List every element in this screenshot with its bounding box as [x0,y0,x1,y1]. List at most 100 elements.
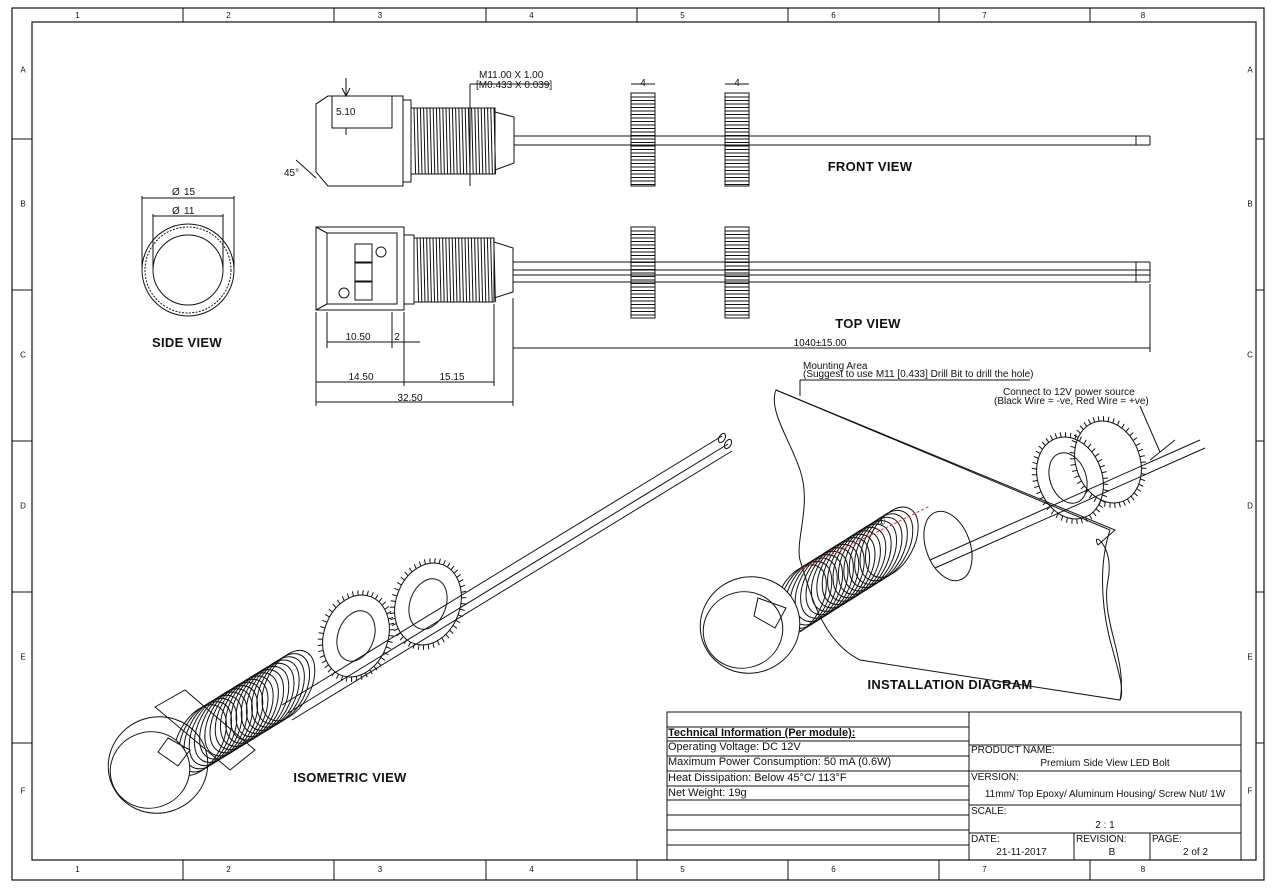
nut-tooth [335,673,340,679]
nut-tooth [393,627,399,632]
nut-tooth [442,560,446,566]
nut-tooth [1101,471,1107,474]
nut-tooth [1121,423,1125,429]
nut-tooth [319,655,325,659]
nut-tooth [1092,511,1097,517]
grid-column-label: 5 [680,11,685,20]
thread-line [445,237,448,303]
thread-line [416,107,420,175]
nut-tooth [341,595,345,601]
diameter-symbol-inner: Ø [172,206,180,217]
thread-line [432,237,436,303]
nut-tooth [1126,498,1131,504]
nut-tooth [1088,514,1093,520]
thread-line [448,237,452,303]
nut-tooth [1099,464,1105,468]
nut-tooth [1091,448,1096,453]
thread-line [461,107,465,175]
nut-tooth [1139,455,1145,458]
nut-tooth [1054,433,1058,439]
nut-tooth [387,640,393,643]
nut-tooth [346,593,350,599]
scale-value: 2 : 1 [1095,820,1115,831]
nut-tooth [1046,505,1051,511]
thread-line [477,237,480,303]
nut-tooth [397,581,402,586]
nut-tooth [1076,429,1081,434]
nut-tooth [1084,489,1089,495]
nut-tooth [328,608,334,613]
thread-line [442,107,445,175]
nut-tooth [445,633,450,639]
nut-tooth [1066,517,1068,523]
diameter-inner: 11 [184,206,195,217]
isometric-view-label: ISOMETRIC VIEW [293,770,407,785]
thread-line [426,237,429,303]
nut-tooth [417,644,420,650]
thread-line [442,237,445,303]
nut-tooth [418,561,422,567]
installation-drawing [699,379,1206,701]
nut-tooth [1055,513,1059,519]
thread-ring [245,659,300,731]
grid-column-label: 6 [831,865,836,874]
thread-line [458,107,461,175]
nut-tooth [450,565,455,571]
tech-info-power: Maximum Power Consumption: 50 mA (0.6W) [668,756,892,768]
nut-tooth [1087,419,1092,425]
nut-tooth [352,591,354,597]
nut-tooth [384,606,390,610]
nut-tooth [331,671,336,677]
thread-line [455,107,458,175]
thread-line [432,107,436,175]
grid-row-label: B [1247,200,1252,209]
nut-tooth [318,649,324,653]
nut-tooth [383,651,389,656]
grid-row-label: D [20,502,26,511]
nut-tooth [374,594,379,600]
nut-tooth [446,562,451,568]
top-view-label: TOP VIEW [835,316,901,331]
nut-tooth [1137,448,1143,452]
thread-ring [859,509,914,582]
nut-tooth [457,614,463,618]
thread-ring [240,662,295,735]
thread-line [477,107,481,175]
revision-label: REVISION: [1076,834,1127,845]
nut-tooth [388,616,394,620]
grid-column-label: 4 [529,865,534,874]
nut-tooth [1102,494,1108,498]
grid-column-label: 3 [378,865,383,874]
thread-line [493,237,496,303]
grid-row-label: F [1248,787,1253,796]
nut-tooth [400,576,406,581]
nut-tooth [380,656,386,661]
thread-line [487,107,490,175]
grid-row-label: A [1247,66,1253,75]
front-view-label: FRONT VIEW [828,159,913,174]
thread-line [429,107,433,175]
nut-tooth [390,617,396,621]
nut-tooth [317,644,323,647]
nut-tooth [1050,509,1055,515]
nut-tooth [1032,461,1038,465]
thread-line [474,237,477,303]
thread-line [422,237,426,303]
nut-tooth [1130,495,1135,501]
nut-tooth [1083,439,1087,445]
thread-ring [854,513,908,585]
nut-tooth [403,639,408,645]
wire-length: 1040±15.00 [794,338,847,349]
nut-tooth [386,611,392,615]
thread-line [451,107,455,175]
thread-line [426,107,429,175]
nut-tooth [389,612,395,615]
wire-polarity-note: (Black Wire = -ve, Red Wire = +ve) [994,396,1149,407]
nut-tooth [460,584,466,588]
side-view-label: SIDE VIEW [152,335,222,350]
grid-row-label: C [1247,351,1253,360]
grid-row-label: D [1247,502,1253,511]
thread-line [470,237,474,303]
nut-tooth [456,574,462,578]
nut-tooth [1074,475,1080,479]
